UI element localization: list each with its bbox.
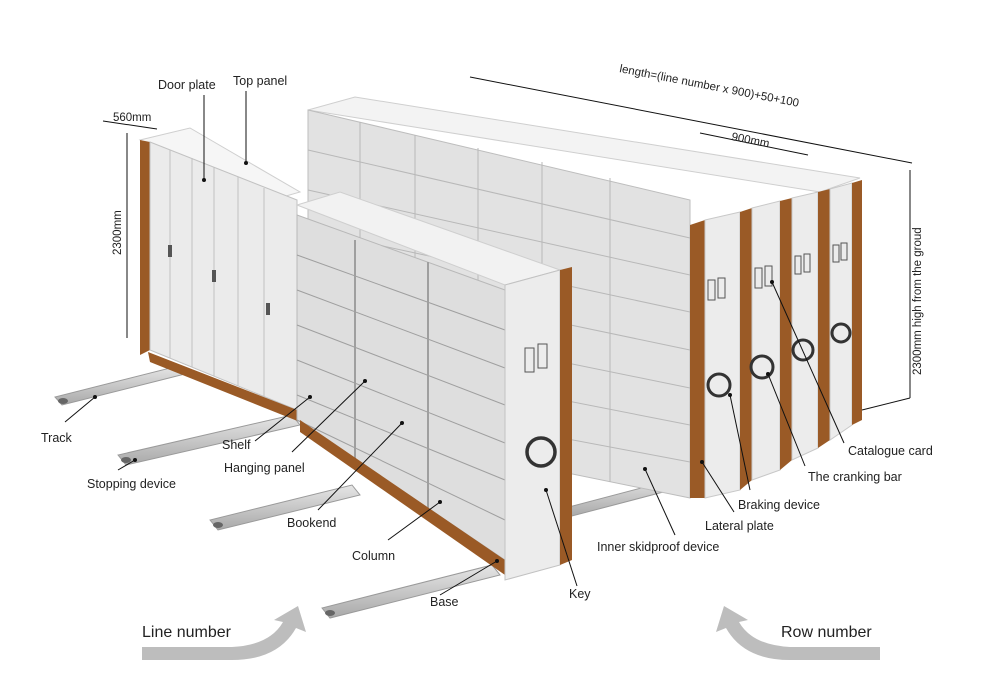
depth-dimension: 560mm <box>113 112 151 124</box>
track-3 <box>209 484 361 531</box>
leader-lines <box>64 91 845 596</box>
label-braking-device: Braking device <box>738 498 820 512</box>
dimensions <box>102 76 913 411</box>
label-base: Base <box>430 595 459 609</box>
label-lateral-plate: Lateral plate <box>705 519 774 533</box>
line-number-arrow: Line number <box>142 606 306 660</box>
label-hanging-panel: Hanging panel <box>224 461 305 475</box>
label-door-plate: Door plate <box>158 78 216 92</box>
curved-arrow-icon <box>716 606 880 660</box>
label-top-panel: Top panel <box>233 74 287 88</box>
label-key: Key <box>569 587 591 601</box>
label-row-number: Row number <box>781 624 872 641</box>
height-note: 2300mm high from the groud <box>912 227 924 375</box>
label-inner-skidproof-device: Inner skidproof device <box>597 540 719 554</box>
label-track: Track <box>41 431 73 445</box>
open-shelf-unit <box>295 191 572 581</box>
curved-arrow-icon <box>142 606 306 660</box>
row-number-arrow: Row number <box>716 606 880 660</box>
label-catalogue-card: Catalogue card <box>848 444 933 458</box>
label-bookend: Bookend <box>287 516 336 530</box>
label-stopping-device: Stopping device <box>87 477 176 491</box>
length-formula: length=(line number x 900)+50+100 <box>618 63 799 110</box>
label-shelf: Shelf <box>222 438 251 452</box>
label-cranking-bar: The cranking bar <box>808 470 902 484</box>
label-column: Column <box>352 549 395 563</box>
height-dimension: 2300mm <box>112 210 124 255</box>
label-line-number: Line number <box>142 624 232 641</box>
track-1 <box>54 365 186 406</box>
track-4 <box>321 564 501 619</box>
closed-cabinet <box>138 127 302 422</box>
track-2 <box>117 414 301 466</box>
